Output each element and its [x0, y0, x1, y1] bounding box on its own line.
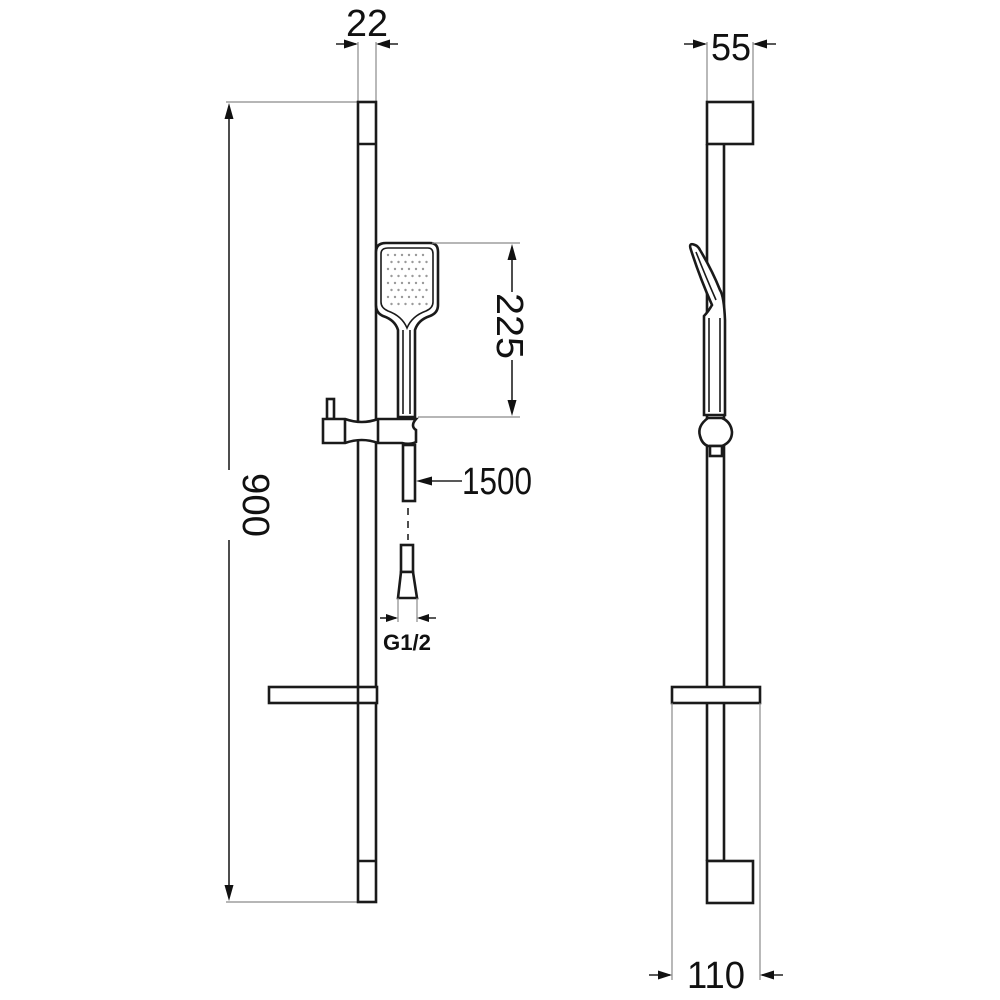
side-view: 55 [649, 27, 783, 997]
overall-depth-label: 110 [687, 955, 745, 997]
front-view: 22 900 [224, 3, 532, 904]
dimension-rail-width: 22 [336, 3, 398, 102]
dimension-overall-depth: 110 [649, 703, 783, 997]
dimension-hand-shower-length: 225 [418, 242, 530, 418]
slide-rail-side [705, 144, 726, 861]
hand-shower-side [688, 242, 727, 417]
soap-dish [267, 685, 379, 705]
slide-rail [356, 100, 378, 904]
shower-hose [396, 443, 419, 600]
dimension-hose-thread: G1/2 [380, 598, 436, 655]
dimension-rail-height: 900 [224, 101, 358, 903]
dimension-hose-length: 1500 [416, 461, 532, 503]
wall-bracket-depth-label: 55 [711, 27, 751, 69]
top-wall-bracket [705, 100, 755, 146]
rail-width-label: 22 [346, 3, 388, 45]
dimension-wall-bracket-depth: 55 [684, 27, 776, 102]
hose-length-label: 1500 [462, 461, 532, 503]
slider-holder [321, 397, 419, 446]
hand-shower [374, 241, 440, 419]
rail-height-label: 900 [234, 473, 276, 537]
soap-dish-side [670, 685, 762, 705]
slider-holder-side [698, 416, 734, 458]
spray-nozzles [386, 253, 428, 306]
hose-thread-label: G1/2 [383, 630, 431, 655]
bottom-wall-bracket [705, 859, 755, 905]
hand-shower-length-label: 225 [488, 293, 530, 359]
